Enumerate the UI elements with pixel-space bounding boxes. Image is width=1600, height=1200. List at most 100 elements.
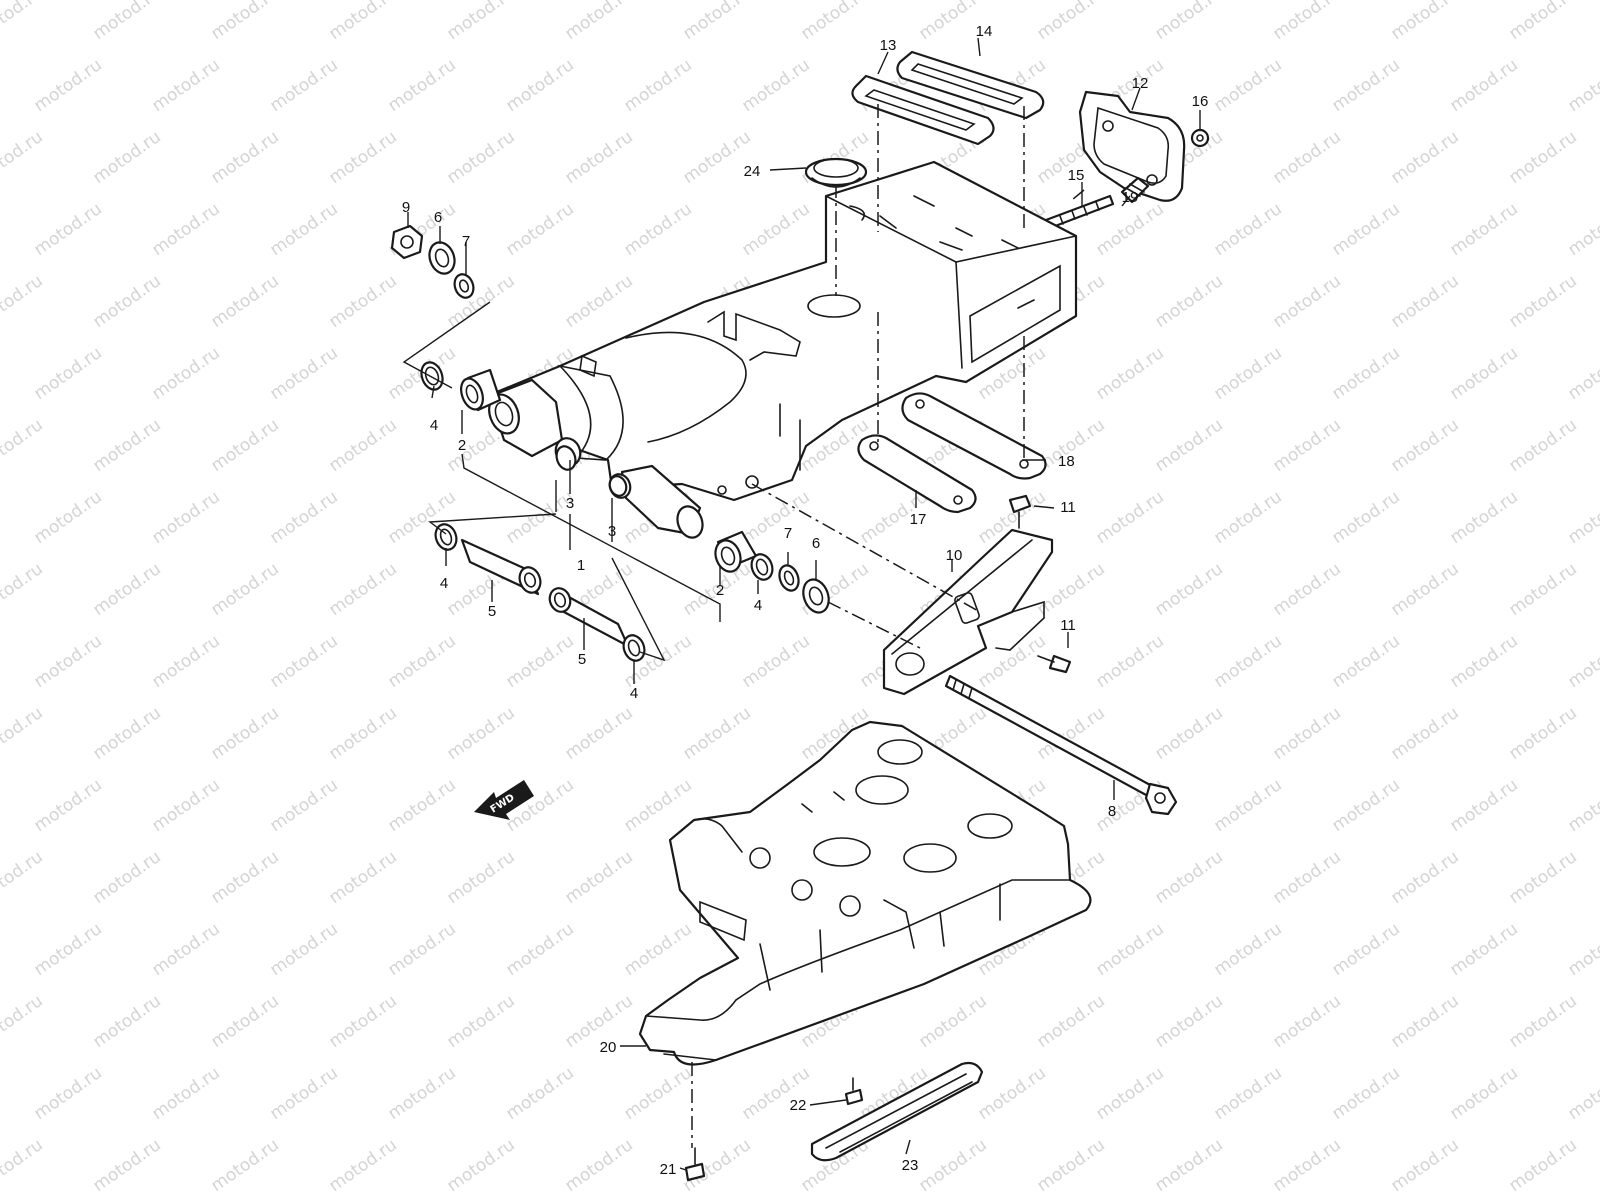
watermark-text: motod.ru [620,199,695,260]
watermark-text: motod.ru [148,919,223,980]
watermark-text: motod.ru [1328,631,1403,692]
part-15-stud-bolt [1044,194,1115,230]
watermark-text: motod.ru [207,847,282,908]
watermark-text: motod.ru [1564,55,1600,116]
watermark-text: motod.ru [1151,271,1226,332]
watermark-text: motod.ru [1210,487,1285,548]
watermark-text: motod.ru [266,775,341,836]
watermark-text: motod.ru [1151,559,1226,620]
watermark-text: motod.ru [266,1063,341,1124]
watermark-text: motod.ru [502,919,577,980]
watermark-text: motod.ru [30,631,105,692]
watermark-text: motod.ru [1505,415,1580,476]
callout-1: 1 [577,557,585,574]
callout-7-lower: 7 [784,525,792,542]
watermark-text: motod.ru [1446,919,1521,980]
watermark-text: motod.ru [207,703,282,764]
watermark-text: motod.ru [679,703,754,764]
watermark-text: motod.ru [620,1063,695,1124]
watermark-text: motod.ru [502,199,577,260]
watermark-text: motod.ru [207,271,282,332]
watermark-text: motod.ru [207,0,282,44]
watermark-text: motod.ru [148,199,223,260]
part-5-sleeve-right [548,587,630,648]
watermark-text: motod.ru [89,1135,164,1196]
watermark-text: motod.ru [738,487,813,548]
watermark-text: motod.ru [1328,199,1403,260]
callout-3-right: 3 [608,523,616,540]
part-14-gasket [896,50,1045,120]
watermark-text: motod.ru [384,631,459,692]
watermark-text: motod.ru [148,343,223,404]
watermark-text: motod.ru [1564,631,1600,692]
callout-6-lower: 6 [812,535,820,552]
watermark-text: motod.ru [1387,991,1462,1052]
watermark-text: motod.ru [0,847,47,908]
watermark-text: motod.ru [207,559,282,620]
callout-13: 13 [880,37,897,54]
watermark-text: motod.ru [30,487,105,548]
watermark-text: motod.ru [679,1135,754,1196]
part-13-gasket [851,74,995,146]
callout-11-lower: 11 [1060,617,1076,634]
watermark-text: motod.ru [0,271,47,332]
part-22-bolt [844,1077,864,1106]
callout-12: 12 [1132,75,1149,92]
watermark-text: motod.ru [561,1135,636,1196]
watermark-text: motod.ru [443,1135,518,1196]
watermark-text: motod.ru [325,991,400,1052]
watermark-text: motod.ru [915,991,990,1052]
watermark-text: motod.ru [1387,847,1462,908]
watermark-text: motod.ru [561,847,636,908]
watermark-text: motod.ru [915,1135,990,1196]
watermark-text: motod.ru [1446,1063,1521,1124]
watermark-text: motod.ru [207,415,282,476]
watermark-text: motod.ru [443,127,518,188]
watermark-text: motod.ru [0,559,47,620]
watermark-text: motod.ru [1269,271,1344,332]
watermark-text: motod.ru [1505,559,1580,620]
watermark-text: motod.ru [1505,1135,1580,1196]
watermark-text: motod.ru [207,127,282,188]
callout-16: 16 [1192,93,1209,110]
watermark-text: motod.ru [266,919,341,980]
part-7-washer-lower [778,564,800,592]
part-23-guard [810,1061,984,1162]
watermark-text: motod.ru [1092,919,1167,980]
watermark-text: motod.ru [1505,0,1580,44]
watermark-text: motod.ru [30,1063,105,1124]
watermark-text: motod.ru [1387,0,1462,44]
watermark-text: motod.ru [1269,703,1344,764]
watermark-text: motod.ru [89,559,164,620]
watermark-text: motod.ru [443,703,518,764]
watermark-text: motod.ru [325,703,400,764]
part-9-nut [390,224,424,260]
watermark-text: motod.ru [1387,127,1462,188]
watermark-text: motod.ru [1151,847,1226,908]
part-8-pivot-shaft [944,674,1178,816]
watermark-text: motod.ru [1210,1063,1285,1124]
watermark-text: motod.ru [89,847,164,908]
callout-labels: 1 2 2 3 3 4 4 4 4 5 5 6 6 7 7 8 9 10 11 … [402,23,1209,1178]
callout-18: 18 [1058,453,1075,470]
watermark-text: motod.ru [1210,919,1285,980]
callout-4-lower-right: 4 [630,685,638,702]
reference-lines [691,104,1085,1148]
watermark-text: motod.ru [1446,631,1521,692]
callout-9: 9 [402,199,410,216]
watermark-text: motod.ru [1210,343,1285,404]
watermark-text: motod.ru [325,271,400,332]
callout-19: 19 [1122,189,1139,206]
watermark-text: motod.ru [266,487,341,548]
watermark-text: motod.ru [1446,199,1521,260]
callout-23: 23 [902,1157,919,1174]
watermark-text: motod.ru [30,199,105,260]
part-17-plate [857,434,977,514]
watermark-text: motod.ru [1151,1135,1226,1196]
watermark-text: motod.ru [89,0,164,44]
part-11-bolt-upper [1008,494,1032,529]
watermark-text: motod.ru [738,55,813,116]
watermark-text: motod.ru [1446,343,1521,404]
watermark-text: motod.ru [1446,775,1521,836]
